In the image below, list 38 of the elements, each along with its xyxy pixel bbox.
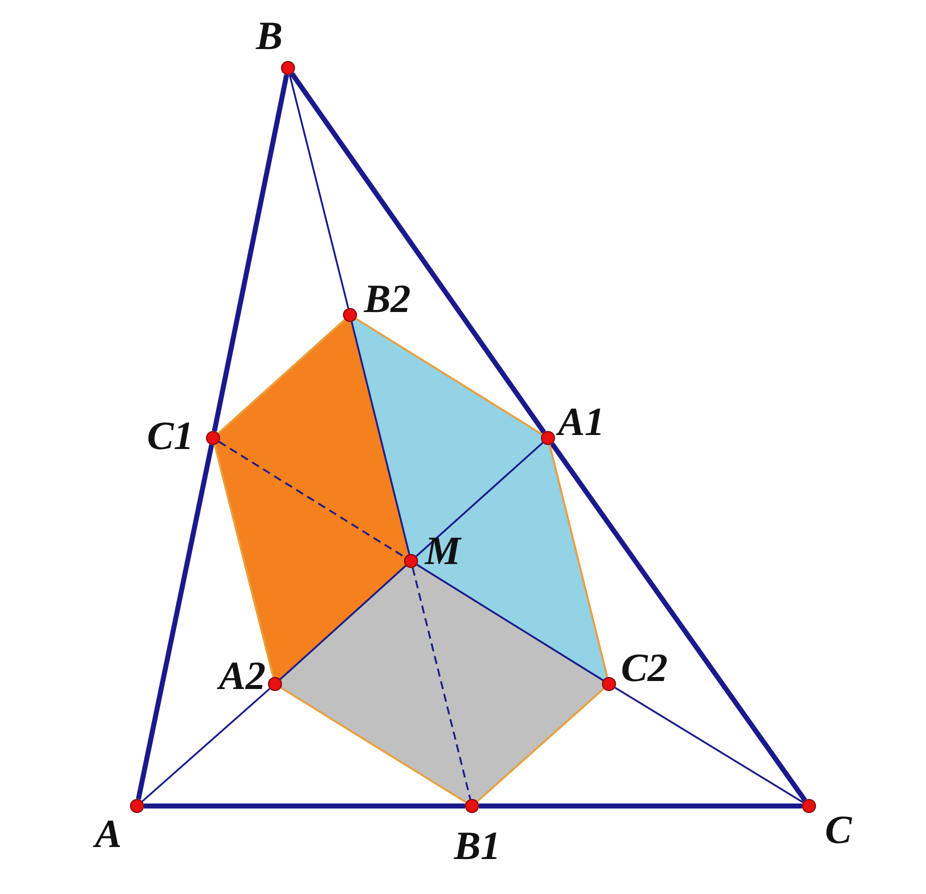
point bbox=[602, 677, 616, 691]
point-label: C1 bbox=[147, 416, 194, 456]
point bbox=[343, 308, 357, 322]
point bbox=[465, 799, 479, 813]
line-segment bbox=[288, 74, 350, 308]
line-segment bbox=[280, 565, 406, 680]
point bbox=[130, 799, 144, 813]
point bbox=[281, 61, 295, 75]
point-label: A2 bbox=[219, 656, 266, 696]
line-segment bbox=[412, 568, 472, 800]
triangle-side bbox=[479, 804, 802, 808]
line-segment bbox=[142, 688, 270, 802]
line-segment bbox=[218, 318, 346, 434]
point-label: B1 bbox=[454, 826, 501, 866]
triangle-side bbox=[290, 72, 546, 434]
triangle-side bbox=[550, 442, 807, 802]
line-segment bbox=[416, 564, 604, 682]
point-label: A bbox=[95, 814, 122, 854]
point bbox=[268, 677, 282, 691]
triangle-side bbox=[212, 74, 290, 432]
line-segment bbox=[476, 688, 604, 802]
point bbox=[802, 799, 816, 813]
point-label: C2 bbox=[621, 648, 668, 688]
line-segment bbox=[350, 322, 410, 554]
point-label: M bbox=[425, 531, 461, 571]
line-segment bbox=[548, 444, 608, 678]
line-segment bbox=[355, 318, 543, 436]
line-segment bbox=[416, 442, 544, 557]
line-segment bbox=[280, 686, 467, 804]
line-segment bbox=[214, 444, 274, 678]
point-label: B2 bbox=[364, 279, 411, 319]
point bbox=[206, 431, 220, 445]
line-segment bbox=[614, 686, 804, 804]
triangle-side bbox=[144, 804, 465, 808]
point-label: C bbox=[825, 810, 852, 850]
point-label: B bbox=[256, 16, 283, 56]
point-label: A1 bbox=[558, 402, 605, 442]
triangle-side bbox=[136, 444, 214, 800]
